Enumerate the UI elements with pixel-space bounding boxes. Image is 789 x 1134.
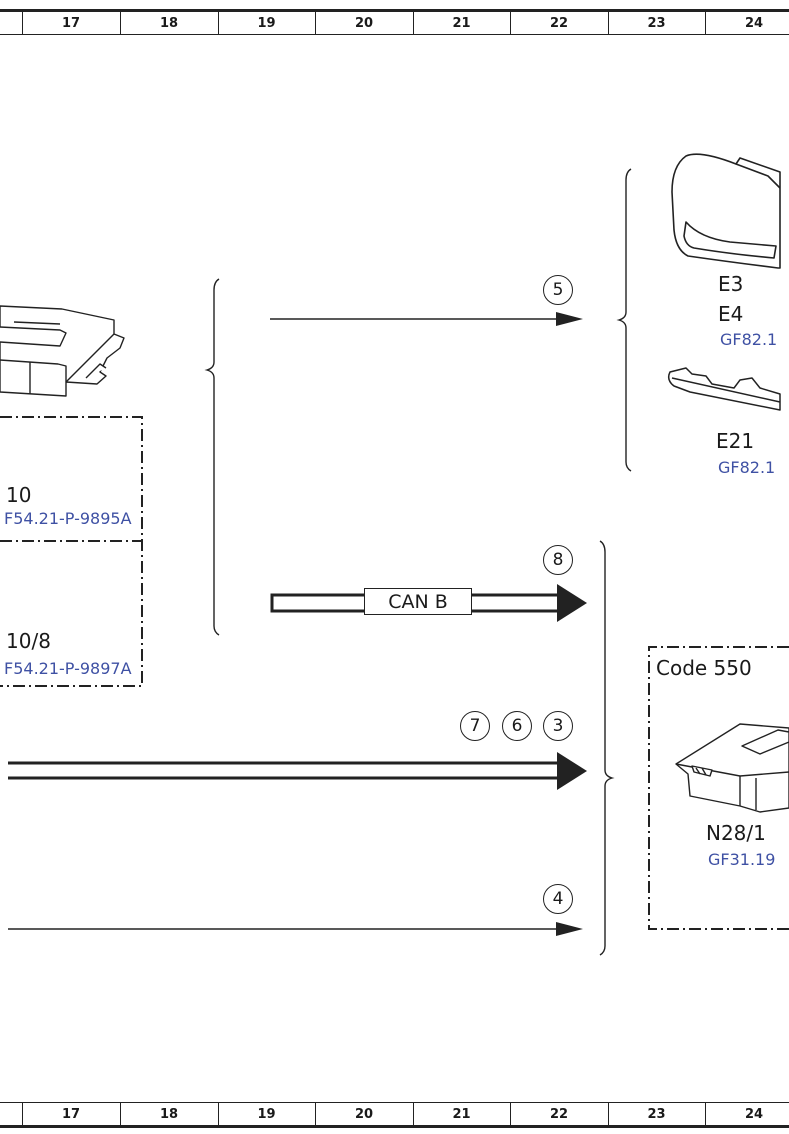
column-label: 19 bbox=[257, 1106, 276, 1122]
column-ruler-top: 17 18 19 20 21 22 23 24 bbox=[0, 9, 789, 35]
column-label: 20 bbox=[354, 1106, 374, 1122]
marker-5: 5 bbox=[543, 275, 573, 305]
component-label-e4: E4 bbox=[718, 302, 744, 326]
component-label-n28-1: N28/1 bbox=[706, 821, 766, 845]
column-label: 24 bbox=[744, 15, 764, 31]
column-label: 17 bbox=[61, 15, 81, 31]
marker-4: 4 bbox=[543, 884, 573, 914]
component-label-e3: E3 bbox=[718, 272, 744, 296]
component-label-10-8: 10/8 bbox=[6, 629, 51, 653]
right-upper-brace bbox=[616, 168, 632, 472]
right-lower-brace bbox=[599, 540, 615, 956]
column-label: 21 bbox=[452, 15, 471, 31]
dashdot-boundary bbox=[0, 416, 143, 687]
component-reference[interactable]: GF82.1 bbox=[720, 330, 778, 349]
column-label: 23 bbox=[647, 15, 666, 31]
component-reference[interactable]: GF31.19 bbox=[708, 850, 776, 869]
column-label: 17 bbox=[61, 1106, 81, 1122]
light-strip-illustration bbox=[667, 367, 781, 411]
column-label: 19 bbox=[257, 15, 276, 31]
left-brace bbox=[204, 278, 220, 636]
code-550-label: Code 550 bbox=[656, 656, 752, 680]
bus-arrow bbox=[8, 752, 587, 790]
module-illustration bbox=[675, 723, 789, 813]
column-label: 22 bbox=[549, 15, 569, 31]
arrow-head bbox=[556, 312, 583, 326]
component-reference[interactable]: F54.21-P-9895A bbox=[4, 509, 132, 528]
control-unit-illustration bbox=[0, 305, 125, 397]
can-bus-label: CAN B bbox=[364, 588, 472, 615]
component-label-e21: E21 bbox=[716, 429, 755, 453]
marker-3: 3 bbox=[543, 711, 573, 741]
component-reference[interactable]: GF82.1 bbox=[718, 458, 776, 477]
marker-8: 8 bbox=[543, 545, 573, 575]
arrow-head bbox=[556, 922, 583, 936]
column-label: 24 bbox=[744, 1106, 764, 1122]
column-label: 21 bbox=[452, 1106, 471, 1122]
component-reference[interactable]: F54.21-P-9897A bbox=[4, 659, 132, 678]
marker-7: 7 bbox=[460, 711, 490, 741]
lamp-illustration bbox=[671, 153, 781, 269]
column-label: 18 bbox=[159, 1106, 179, 1122]
column-label: 23 bbox=[647, 1106, 666, 1122]
column-ruler-bottom: 17 18 19 20 21 22 23 24 bbox=[0, 1102, 789, 1128]
column-label: 18 bbox=[159, 15, 179, 31]
column-label: 20 bbox=[354, 15, 374, 31]
column-label: 22 bbox=[549, 1106, 569, 1122]
code-550-boundary bbox=[648, 646, 789, 930]
marker-6: 6 bbox=[502, 711, 532, 741]
component-label-10: 10 bbox=[6, 483, 32, 507]
